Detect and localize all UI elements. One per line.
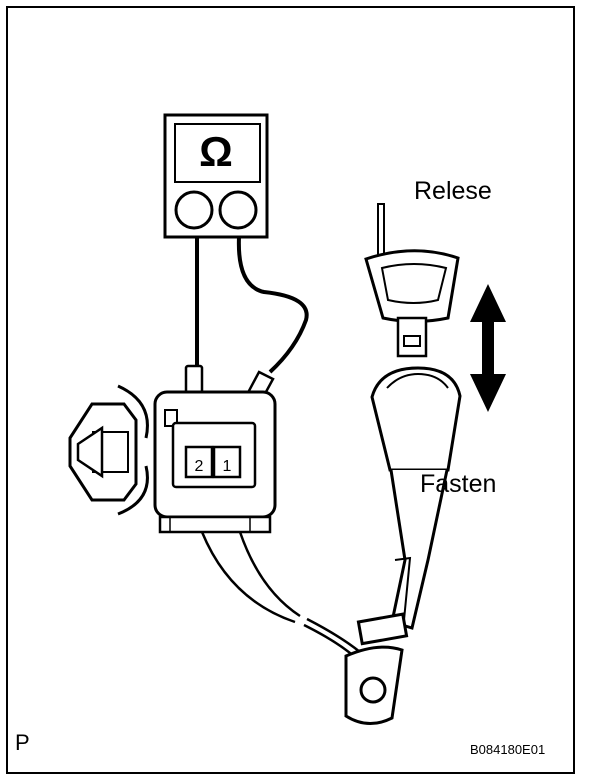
wire <box>200 531 361 659</box>
ohmmeter <box>163 113 269 239</box>
meter-probe-jack-left <box>174 190 214 230</box>
terminal-2-label: 2 <box>195 458 204 475</box>
seat-belt-tongue <box>364 203 460 358</box>
fasten-label: Fasten <box>420 470 497 498</box>
meter-leads <box>195 236 309 374</box>
seat-belt-buckle <box>344 366 462 725</box>
terminal-1-label: 1 <box>223 458 232 475</box>
panel-letter: P <box>15 730 30 755</box>
meter-probe-jack-right <box>218 190 258 230</box>
figure-code: B084180E01 <box>470 742 546 757</box>
ohm-symbol: Ω <box>199 128 233 175</box>
movement-arrow <box>470 284 506 412</box>
connector-assembly <box>68 384 277 534</box>
release-label: Relese <box>414 177 492 205</box>
